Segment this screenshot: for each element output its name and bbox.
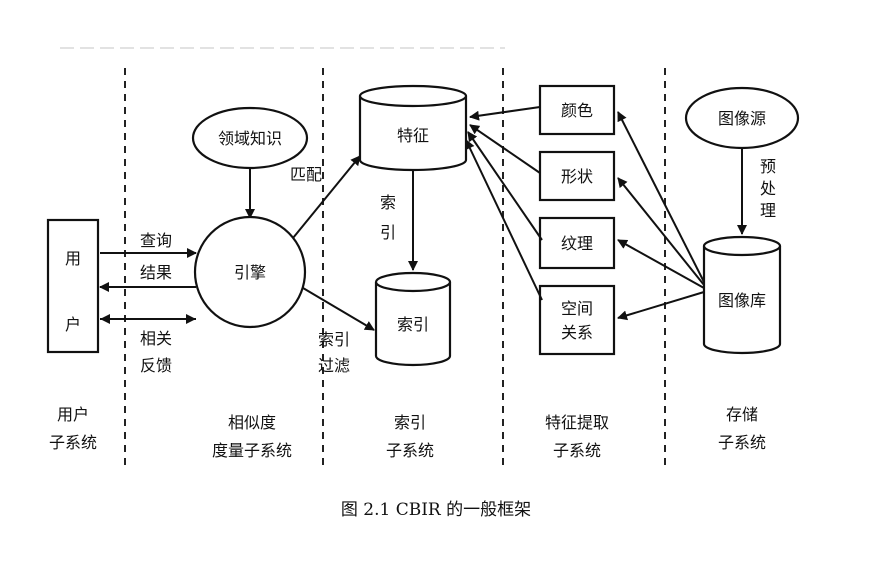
image-database-label: 图像库: [718, 291, 766, 310]
index-database: 索引: [374, 271, 452, 367]
edge-label-preprocess-3: 理: [760, 201, 776, 220]
subsystem-feature-label-2: 子系统: [553, 441, 601, 460]
edge-label-index-1: 索: [380, 193, 396, 212]
edge-label-preprocess-1: 预: [760, 157, 776, 176]
feature-box-color-label: 颜色: [561, 101, 593, 120]
edge-label-query: 查询: [140, 231, 172, 250]
shape-to-feature-arrow: [469, 124, 541, 174]
user-box: 用 户: [46, 218, 100, 354]
color-to-feature-arrow: [469, 106, 541, 121]
spatial-to-feature-arrow: [465, 139, 543, 301]
image-source-node: 图像源: [684, 86, 800, 150]
edge-label-result: 结果: [140, 263, 172, 282]
feature-database-label: 特征: [397, 126, 429, 145]
subsystem-user-label-2: 子系统: [49, 433, 97, 452]
subsystem-storage-label-2: 子系统: [718, 433, 766, 452]
subsystem-storage-label-1: 存储: [726, 405, 758, 424]
image-to-texture-arrow: [617, 239, 705, 289]
user-box-label-1: 用: [65, 249, 81, 268]
filter-arrow: [302, 287, 375, 331]
feature-database: 特征: [358, 84, 468, 172]
edge-label-feedback-2: 反馈: [140, 356, 172, 375]
feature-box-texture-label: 纹理: [561, 234, 593, 253]
edge-label-preprocess-2: 处: [760, 179, 776, 198]
feedback-arrowhead-left: [100, 314, 110, 324]
edge-label-match: 匹配: [290, 165, 322, 184]
image-source-label: 图像源: [718, 109, 766, 128]
edge-label-filter-2: 过滤: [318, 356, 350, 375]
edge-label-index-2: 引: [380, 223, 396, 242]
feature-box-spatial-label-1: 空间: [561, 299, 593, 318]
user-box-label-2: 户: [65, 315, 81, 334]
feature-box-spatial: 空间 关系: [538, 284, 616, 356]
engine-node: 引擎: [193, 215, 307, 329]
edge-label-filter-1: 索引: [318, 330, 350, 349]
feature-box-shape: 形状: [538, 150, 616, 202]
edge-label-feedback-1: 相关: [140, 329, 172, 348]
subsystem-feature-label-1: 特征提取: [545, 413, 609, 432]
match-arrow: [292, 155, 361, 239]
image-database: 图像库: [702, 235, 782, 355]
feature-box-texture: 纹理: [538, 216, 616, 270]
subsystem-similarity-label-2: 度量子系统: [212, 441, 292, 460]
subsystem-similarity-label-1: 相似度: [228, 413, 276, 432]
figure-caption: 图 2.1 CBIR 的一般框架: [341, 500, 531, 520]
subsystem-user-label-1: 用户: [57, 405, 89, 424]
feedback-arrowhead-right: [186, 314, 196, 324]
domain-knowledge-label: 领域知识: [218, 129, 282, 148]
feature-box-shape-label: 形状: [561, 167, 593, 186]
subsystem-index-label-1: 索引: [394, 413, 426, 432]
image-to-spatial-arrow: [617, 291, 705, 321]
subsystem-index-label-2: 子系统: [386, 441, 434, 460]
feature-box-spatial-label-2: 关系: [561, 323, 593, 342]
index-database-label: 索引: [397, 315, 429, 334]
image-to-shape-arrow: [617, 177, 705, 286]
domain-knowledge-node: 领域知识: [191, 106, 309, 170]
texture-to-feature-arrow: [467, 131, 543, 241]
engine-label: 引擎: [234, 263, 266, 282]
image-to-color-arrow: [617, 111, 705, 283]
feature-box-color: 颜色: [538, 84, 616, 136]
